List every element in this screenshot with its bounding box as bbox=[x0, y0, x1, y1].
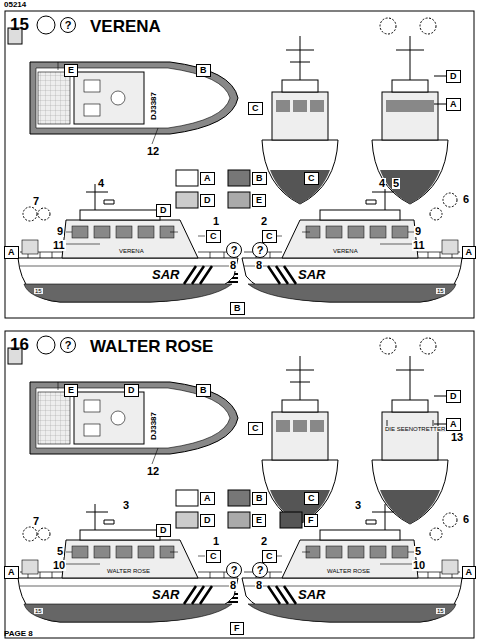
callout-number: 10 bbox=[52, 560, 66, 571]
step-title: 16 bbox=[10, 336, 29, 353]
callout-letter: A bbox=[200, 172, 215, 185]
callout-number: 11 bbox=[412, 240, 426, 251]
callout-letter: B bbox=[196, 384, 211, 397]
name-decal: 15 bbox=[436, 608, 445, 614]
step-title: WALTER ROSE bbox=[90, 338, 213, 355]
question-icon: ? bbox=[226, 562, 242, 578]
callout-number: 6 bbox=[462, 194, 470, 205]
page-code: 05214 bbox=[4, 1, 26, 9]
question-icon: ? bbox=[60, 337, 76, 353]
callout-number: 2 bbox=[260, 536, 268, 547]
callout-number: 8 bbox=[229, 580, 237, 591]
callout-letter: A bbox=[462, 566, 477, 579]
callout-number: 7 bbox=[32, 196, 40, 207]
callout-letter: C bbox=[304, 492, 319, 505]
callout-number: 10 bbox=[412, 560, 426, 571]
hull-decal: SAR bbox=[296, 268, 327, 281]
callout-letter: E bbox=[252, 194, 266, 207]
callout-number: 5 bbox=[56, 546, 64, 557]
callout-letter: A bbox=[4, 566, 19, 579]
callout-number: 1 bbox=[212, 216, 220, 227]
callout-letter: F bbox=[230, 622, 244, 635]
name-decal: VERENA bbox=[118, 248, 145, 254]
page-code: PAGE 8 bbox=[4, 630, 33, 638]
callout-number: 7 bbox=[32, 516, 40, 527]
callout-number: 13 bbox=[450, 432, 464, 443]
callout-letter: E bbox=[64, 384, 78, 397]
callout-number: 11 bbox=[52, 240, 66, 251]
callout-letter: B bbox=[230, 302, 245, 315]
callout-letter: E bbox=[64, 64, 78, 77]
callout-number: 12 bbox=[146, 146, 160, 157]
name-decal: DIE SEENOTRETTER bbox=[384, 426, 446, 432]
name-decal: 15 bbox=[436, 288, 445, 294]
callout-number: 3 bbox=[354, 500, 362, 511]
callout-letter: A bbox=[446, 98, 461, 111]
callout-letter: C bbox=[262, 230, 277, 243]
callout-number: 1 bbox=[212, 536, 220, 547]
callout-letter: A bbox=[446, 418, 461, 431]
name-decal: 15 bbox=[34, 288, 43, 294]
question-icon: ? bbox=[252, 562, 268, 578]
callout-letter: A bbox=[4, 246, 19, 259]
step-title: 15 bbox=[10, 16, 29, 33]
question-icon: ? bbox=[226, 242, 242, 258]
callout-number: 6 bbox=[462, 514, 470, 525]
callout-letter: F bbox=[304, 514, 318, 527]
callout-number: 9 bbox=[56, 226, 64, 237]
callout-letter: D bbox=[200, 514, 215, 527]
callout-number: 4 bbox=[378, 178, 386, 189]
callout-letter: C bbox=[304, 172, 319, 185]
callout-number: 8 bbox=[255, 580, 263, 591]
name-decal: VERENA bbox=[332, 248, 359, 254]
question-icon: ? bbox=[60, 17, 76, 33]
callout-number: 5 bbox=[414, 546, 422, 557]
hull-number: DJ3387 bbox=[150, 92, 158, 120]
callout-letter: C bbox=[248, 102, 263, 115]
callout-number: 12 bbox=[146, 466, 160, 477]
callout-letter: A bbox=[462, 246, 477, 259]
callout-letter: C bbox=[206, 230, 221, 243]
callout-number: 2 bbox=[260, 216, 268, 227]
callout-letter: D bbox=[446, 390, 461, 403]
callout-letter: C bbox=[248, 422, 263, 435]
callout-letter: C bbox=[206, 550, 221, 563]
callout-number: 8 bbox=[255, 260, 263, 271]
hull-decal: SAR bbox=[150, 588, 181, 601]
callout-number: 4 bbox=[97, 178, 105, 189]
callout-letter: A bbox=[200, 492, 215, 505]
callout-letter: C bbox=[262, 550, 277, 563]
callout-letter: B bbox=[252, 492, 267, 505]
callout-letter: E bbox=[252, 514, 266, 527]
callout-number: 9 bbox=[414, 226, 422, 237]
name-decal: WALTER ROSE bbox=[326, 568, 371, 574]
callout-letter: D bbox=[124, 384, 139, 397]
name-decal: WALTER ROSE bbox=[106, 568, 151, 574]
callout-letter: D bbox=[156, 524, 171, 537]
callout-letter: B bbox=[196, 64, 211, 77]
name-decal: 15 bbox=[34, 608, 43, 614]
callout-letter: B bbox=[252, 172, 267, 185]
callout-number: 3 bbox=[122, 500, 130, 511]
step-title: VERENA bbox=[90, 18, 161, 35]
hull-decal: SAR bbox=[150, 268, 181, 281]
hull-number: DJ3387 bbox=[150, 412, 158, 440]
callout-number: 5 bbox=[392, 178, 400, 189]
callout-letter: D bbox=[200, 194, 215, 207]
hull-decal: SAR bbox=[296, 588, 327, 601]
question-icon: ? bbox=[252, 242, 268, 258]
callout-letter: D bbox=[446, 70, 461, 83]
callout-letter: D bbox=[156, 204, 171, 217]
callout-number: 8 bbox=[229, 260, 237, 271]
